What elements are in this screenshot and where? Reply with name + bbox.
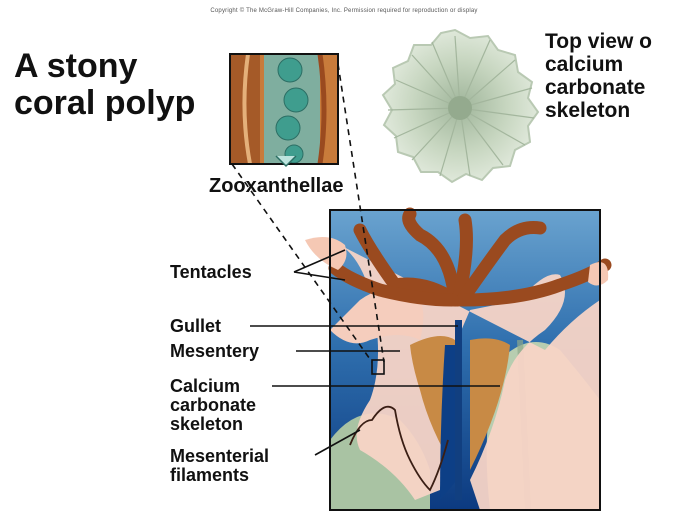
calcium-carbonate-skeleton-label: Calcium carbonate skeleton	[170, 377, 256, 434]
calcium-line-2: carbonate	[170, 396, 256, 415]
zooxanthellae-inset	[230, 54, 338, 166]
polyp-cross-section	[305, 210, 608, 510]
mesentery-label: Mesentery	[170, 342, 259, 361]
zooxanthellae-label: Zooxanthellae	[209, 175, 343, 198]
mesenterial-filaments-label: Mesenterial filaments	[170, 447, 269, 485]
mesenterial-line-2: filaments	[170, 466, 269, 485]
calcium-line-3: skeleton	[170, 415, 256, 434]
skeleton-top-view	[383, 30, 538, 182]
tentacles-label: Tentacles	[170, 263, 252, 282]
gullet-label: Gullet	[170, 317, 221, 336]
mesenterial-line-1: Mesenterial	[170, 447, 269, 466]
calcium-line-1: Calcium	[170, 377, 256, 396]
